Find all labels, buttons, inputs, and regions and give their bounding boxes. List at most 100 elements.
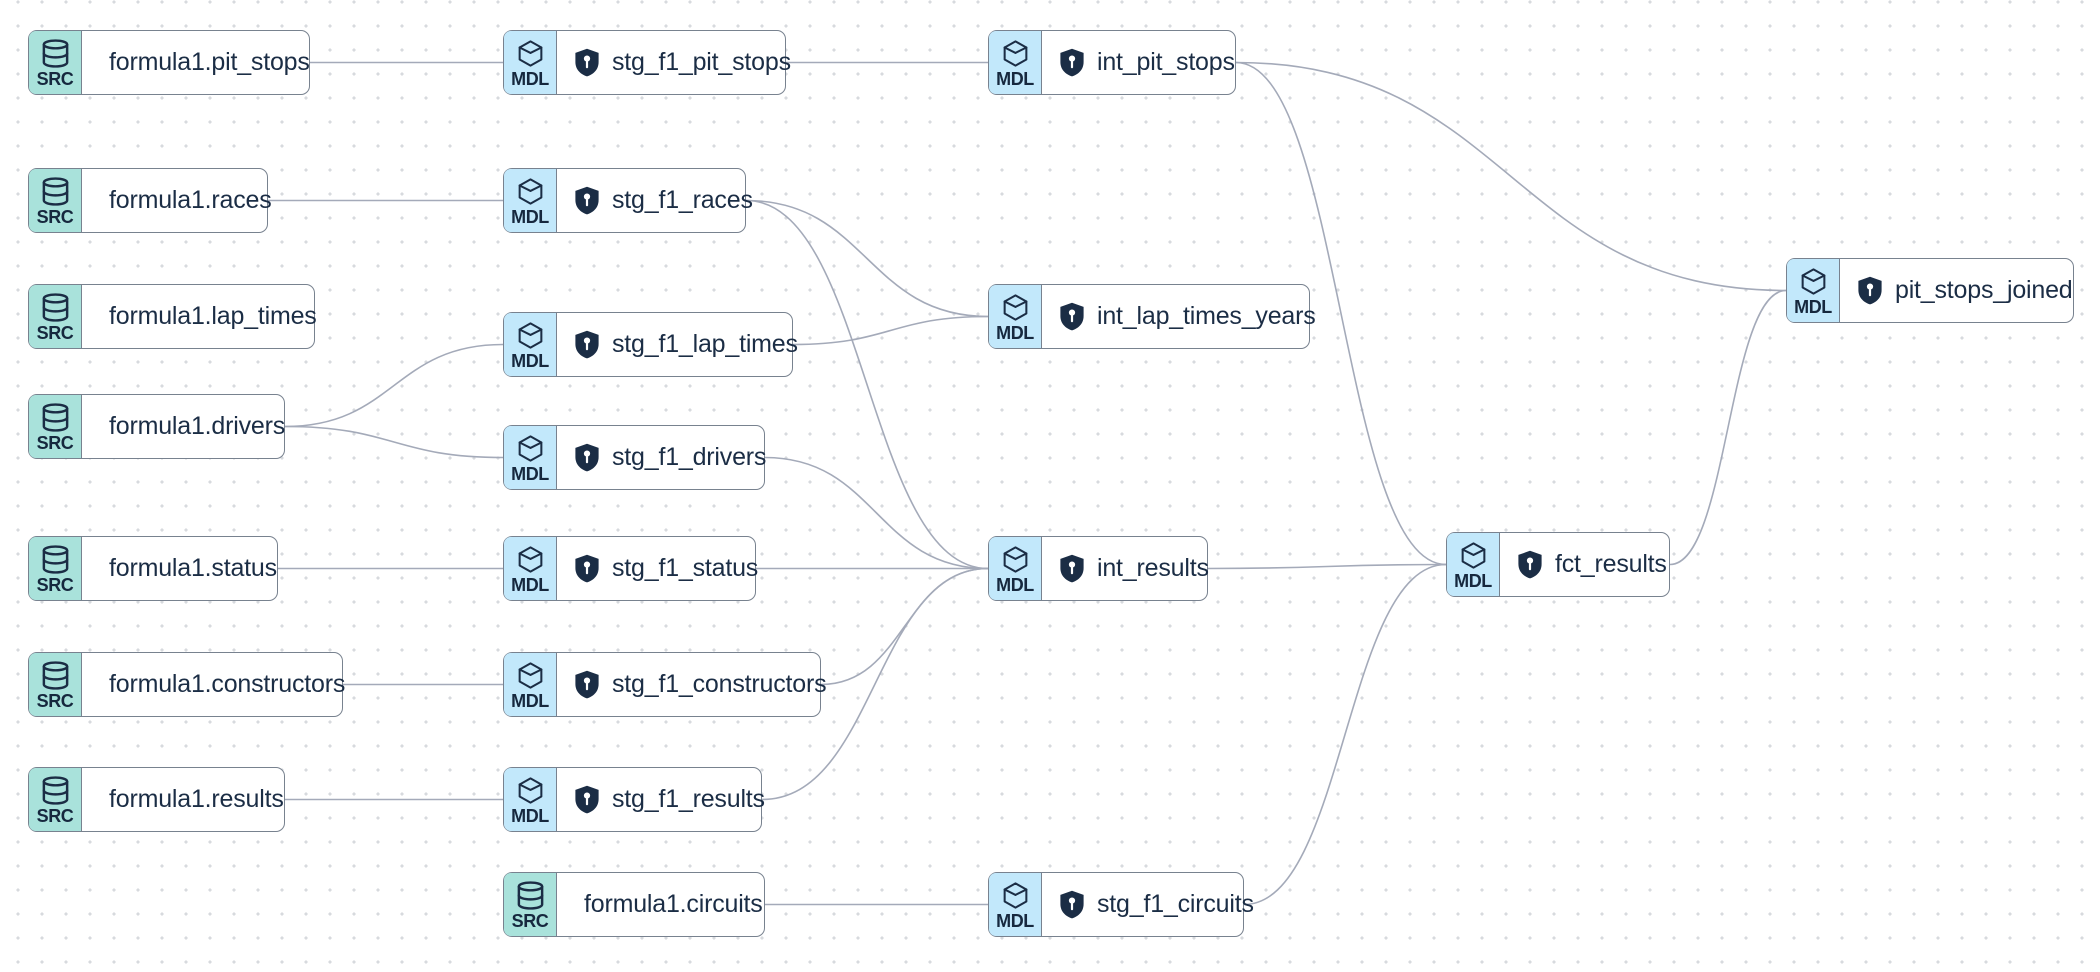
- node-body: stg_f1_constructors: [557, 653, 844, 716]
- edge-stg_f1_races-to-int_results: [745, 199, 989, 570]
- node-formula1.lap_times[interactable]: SRC formula1.lap_times: [28, 284, 317, 349]
- node-body: pit_stops_joined: [1840, 259, 2091, 322]
- node-formula1.drivers[interactable]: SRC formula1.drivers: [28, 394, 285, 459]
- node-type-badge: MDL: [1787, 259, 1840, 322]
- node-type-label: SRC: [36, 690, 74, 711]
- node-type-badge: MDL: [989, 285, 1042, 348]
- node-formula1.races[interactable]: SRC formula1.races: [28, 168, 272, 233]
- node-body: stg_f1_races: [557, 169, 771, 232]
- node-label: stg_f1_circuits: [1097, 890, 1254, 918]
- node-stg_f1_pit_stops[interactable]: MDL stg_f1_pit_stops: [503, 30, 791, 95]
- node-type-label: MDL: [511, 690, 549, 711]
- node-body: int_lap_times_years: [1042, 285, 1334, 348]
- node-type-badge: SRC: [29, 768, 82, 831]
- node-type-label: SRC: [36, 322, 74, 343]
- cube-icon: [1000, 38, 1031, 69]
- edge-int_pit_stops-to-pit_stops_joined: [1235, 61, 1787, 292]
- node-type-label: MDL: [511, 574, 549, 595]
- edge-fct_results-to-pit_stops_joined: [1669, 289, 1787, 566]
- edge-stg_f1_constructors-to-int_results: [820, 567, 989, 686]
- database-icon: [515, 880, 546, 911]
- cube-icon: [1000, 292, 1031, 323]
- node-formula1.results[interactable]: SRC formula1.results: [28, 767, 285, 832]
- node-type-label: SRC: [36, 68, 74, 89]
- node-type-badge: MDL: [1447, 533, 1500, 596]
- node-formula1.constructors[interactable]: SRC formula1.constructors: [28, 652, 345, 717]
- node-label: formula1.drivers: [109, 412, 286, 440]
- cube-icon: [515, 660, 546, 691]
- edge-stg_f1_races-to-int_lap_times_years: [745, 199, 989, 318]
- node-formula1.pit_stops[interactable]: SRC formula1.pit_stops: [28, 30, 310, 95]
- node-type-label: MDL: [1454, 570, 1492, 591]
- shield-icon: [574, 670, 600, 699]
- node-body: stg_f1_pit_stops: [557, 31, 809, 94]
- node-label: formula1.circuits: [584, 890, 763, 918]
- node-stg_f1_constructors[interactable]: MDL stg_f1_constructors: [503, 652, 827, 717]
- node-fct_results[interactable]: MDL fct_results: [1446, 532, 1670, 597]
- shield-icon: [574, 330, 600, 359]
- node-body: fct_results: [1500, 533, 1685, 596]
- node-type-badge: SRC: [29, 537, 82, 600]
- node-formula1.status[interactable]: SRC formula1.status: [28, 536, 278, 601]
- node-body: stg_f1_drivers: [557, 426, 784, 489]
- shield-icon: [1059, 302, 1085, 331]
- cube-icon: [1000, 880, 1031, 911]
- node-label: formula1.races: [109, 186, 272, 214]
- node-stg_f1_circuits[interactable]: MDL stg_f1_circuits: [988, 872, 1254, 937]
- node-int_lap_times_years[interactable]: MDL int_lap_times_years: [988, 284, 1316, 349]
- shield-icon: [1059, 554, 1085, 583]
- node-body: stg_f1_status: [557, 537, 776, 600]
- node-body: formula1.constructors: [82, 653, 363, 716]
- node-stg_f1_lap_times[interactable]: MDL stg_f1_lap_times: [503, 312, 798, 377]
- database-icon: [40, 176, 71, 207]
- node-formula1.circuits[interactable]: SRC formula1.circuits: [503, 872, 765, 937]
- node-body: int_pit_stops: [1042, 31, 1253, 94]
- node-type-label: MDL: [996, 68, 1034, 89]
- database-icon: [40, 544, 71, 575]
- cube-icon: [515, 320, 546, 351]
- node-type-label: MDL: [511, 206, 549, 227]
- node-stg_f1_status[interactable]: MDL stg_f1_status: [503, 536, 758, 601]
- node-type-badge: MDL: [989, 537, 1042, 600]
- node-label: stg_f1_pit_stops: [612, 48, 791, 76]
- edge-formula1.drivers-to-stg_f1_lap_times: [284, 343, 504, 428]
- database-icon: [40, 775, 71, 806]
- node-type-label: SRC: [36, 574, 74, 595]
- edge-stg_f1_drivers-to-int_results: [764, 456, 989, 570]
- edge-stg_f1_results-to-int_results: [761, 567, 989, 801]
- node-body: int_results: [1042, 537, 1227, 600]
- node-type-label: MDL: [996, 322, 1034, 343]
- node-body: stg_f1_results: [557, 768, 783, 831]
- node-stg_f1_results[interactable]: MDL stg_f1_results: [503, 767, 765, 832]
- node-int_results[interactable]: MDL int_results: [988, 536, 1209, 601]
- node-label: formula1.results: [109, 785, 284, 813]
- node-type-label: SRC: [36, 805, 74, 826]
- shield-icon: [1059, 48, 1085, 77]
- node-type-badge: MDL: [504, 768, 557, 831]
- node-stg_f1_races[interactable]: MDL stg_f1_races: [503, 168, 753, 233]
- node-label: stg_f1_constructors: [612, 670, 827, 698]
- node-type-label: MDL: [996, 574, 1034, 595]
- edge-stg_f1_lap_times-to-int_lap_times_years: [792, 315, 989, 346]
- node-type-label: SRC: [511, 910, 549, 931]
- node-label: int_pit_stops: [1097, 48, 1235, 76]
- cube-icon: [515, 775, 546, 806]
- node-type-label: SRC: [36, 206, 74, 227]
- shield-icon: [574, 48, 600, 77]
- node-pit_stops_joined[interactable]: MDL pit_stops_joined: [1786, 258, 2074, 323]
- node-label: formula1.status: [109, 554, 277, 582]
- node-int_pit_stops[interactable]: MDL int_pit_stops: [988, 30, 1236, 95]
- cube-icon: [1458, 540, 1489, 571]
- node-body: formula1.lap_times: [82, 285, 335, 348]
- node-stg_f1_drivers[interactable]: MDL stg_f1_drivers: [503, 425, 766, 490]
- node-type-badge: MDL: [504, 653, 557, 716]
- shield-icon: [1059, 890, 1085, 919]
- node-type-badge: MDL: [504, 537, 557, 600]
- node-type-label: MDL: [511, 68, 549, 89]
- node-label: stg_f1_races: [612, 186, 753, 214]
- node-body: stg_f1_lap_times: [557, 313, 816, 376]
- shield-icon: [574, 186, 600, 215]
- node-label: formula1.constructors: [109, 670, 346, 698]
